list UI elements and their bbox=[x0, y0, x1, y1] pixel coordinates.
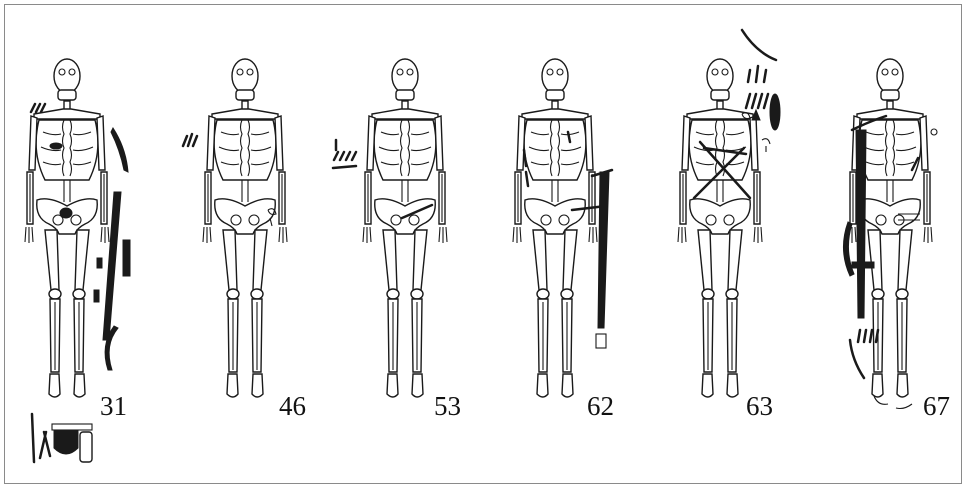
burial-label-63: 63 bbox=[746, 393, 773, 420]
skeleton-46 bbox=[203, 59, 287, 397]
burial-label-46: 46 bbox=[279, 393, 306, 420]
burial-label-62: 62 bbox=[587, 393, 614, 420]
skeleton-63 bbox=[678, 59, 762, 397]
burial-label-67: 67 bbox=[923, 393, 950, 420]
skeleton-53 bbox=[363, 59, 447, 397]
burial-label-31: 31 bbox=[100, 393, 127, 420]
skeleton-62 bbox=[513, 59, 597, 397]
burial-label-53: 53 bbox=[434, 393, 461, 420]
